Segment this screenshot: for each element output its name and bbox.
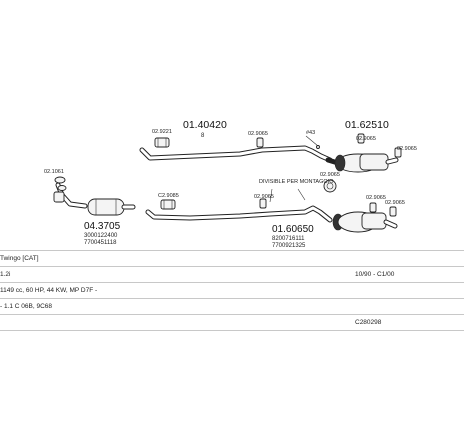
model-name: Twingo [CAT] — [0, 255, 39, 262]
gasket-front — [54, 176, 67, 191]
info-row-model: Twingo [CAT] — [0, 250, 464, 266]
hanger-upper-3 — [394, 147, 402, 158]
clamp-02-9221 — [154, 137, 170, 148]
hanger-upper-1 — [256, 137, 264, 148]
code-c9: 02.9065 — [366, 195, 386, 201]
clamp-c2-9085 — [160, 199, 176, 210]
part-ref-front-2: 7700451118 — [84, 240, 117, 246]
hanger-upper-2 — [357, 133, 365, 144]
code-c3: 02.9065 — [356, 136, 376, 142]
lower-pipe-assembly — [145, 205, 333, 223]
hash-label: #43 — [306, 130, 315, 136]
code-c1: 02.9221 — [152, 129, 172, 135]
code-c6: C2.9085 — [158, 193, 179, 199]
part-ref-front-1: 3000122400 — [84, 233, 118, 239]
part-number-01-40420: 01.40420 — [183, 119, 227, 131]
part-number-04-3705: 04.3705 — [84, 221, 121, 232]
divisible-note: DIVISIBLE PER MONTAGGIO — [259, 179, 334, 185]
code-c10: 02.9065 — [385, 200, 405, 206]
code-c2: 02.9065 — [248, 131, 268, 137]
upper-pipe-assembly — [139, 145, 333, 163]
ring-clamp-middle — [323, 179, 337, 193]
info-row-spec: 1149 cc, 60 HP, 44 KW, MP D7F - — [0, 282, 464, 298]
lower-rear-silencer — [332, 211, 398, 233]
part-qty-upper: 8 — [201, 133, 205, 139]
info-row-engine: 1.2i 10/90 - C1/00 — [0, 266, 464, 282]
part-ref-middle-1: 8200716111 — [272, 236, 305, 242]
code-c7: 02.9065 — [254, 194, 274, 200]
engine-variants: - 1.1 C 06B, 9C68 — [0, 303, 53, 310]
hash-bracket — [305, 135, 320, 149]
part-number-01-60650: 01.60650 — [272, 224, 314, 235]
part-ref-middle-2: 7700921325 — [272, 243, 306, 249]
hanger-lower-1 — [259, 198, 267, 209]
code-c5: 02.1061 — [44, 169, 64, 175]
hanger-lower-3 — [389, 206, 397, 217]
divisible-arrows — [269, 188, 306, 203]
info-row-variants: - 1.1 C 06B, 9C68 — [0, 298, 464, 314]
info-row-code: C280298 — [0, 314, 464, 331]
upper-rear-silencer — [325, 153, 399, 173]
front-downpipe-cat — [53, 182, 136, 216]
production-dates: 10/90 - C1/00 — [355, 271, 395, 278]
part-number-01-62510: 01.62510 — [345, 119, 389, 131]
engine-size: 1.2i — [0, 271, 11, 278]
code-c4: 02.9065 — [397, 146, 417, 152]
code-c8: 02.9065 — [320, 172, 340, 178]
engine-spec: 1149 cc, 60 HP, 44 KW, MP D7F - — [0, 287, 98, 294]
vehicle-info-table: Twingo [CAT] 1.2i 10/90 - C1/00 1149 cc,… — [0, 250, 464, 331]
hanger-lower-2 — [369, 202, 377, 213]
catalog-code: C280298 — [355, 319, 382, 326]
